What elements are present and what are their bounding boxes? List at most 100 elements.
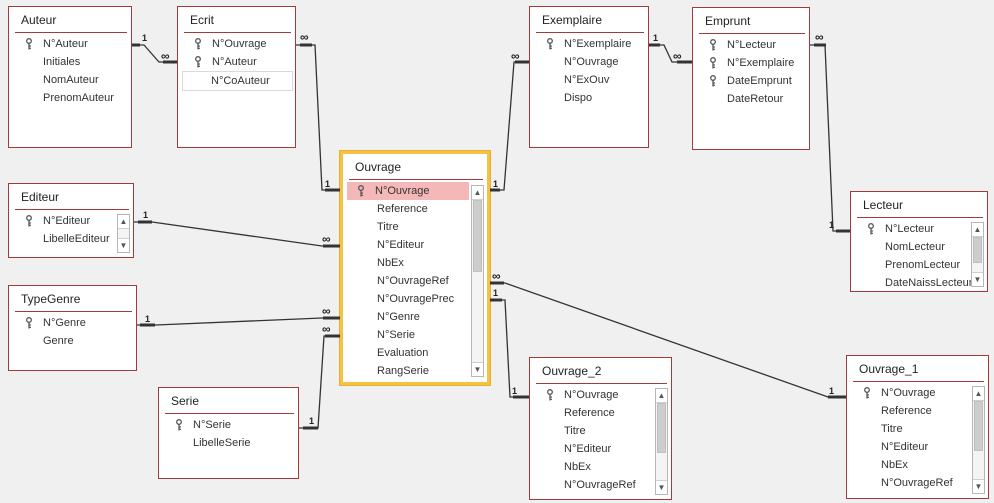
field-row[interactable]: NomAuteur (9, 71, 131, 89)
field-row[interactable]: N°Editeur (9, 212, 133, 230)
scroll-thumb[interactable] (473, 200, 482, 272)
field-row[interactable]: N°Ouvrage (178, 35, 295, 53)
field-row[interactable]: N°OuvrageRef (343, 272, 487, 290)
table-ecrit[interactable]: Ecrit N°Ouvrage N°Auteur N°CoAuteur (177, 6, 296, 148)
scroll-up-arrow-icon[interactable]: ▲ (972, 223, 983, 237)
field-row[interactable]: Titre (847, 420, 988, 438)
field-row[interactable]: RangSerie (343, 362, 487, 380)
scroll-up-arrow-icon[interactable]: ▲ (656, 389, 667, 403)
field-row[interactable]: N°Genre (343, 308, 487, 326)
scroll-up-arrow-icon[interactable]: ▲ (973, 387, 984, 401)
field-row[interactable]: PrenomLecteur (851, 256, 987, 274)
scroll-thumb[interactable] (973, 237, 982, 263)
field-label: LibelleEditeur (43, 233, 110, 245)
field-row[interactable]: N°Serie (343, 326, 487, 344)
field-row[interactable]: Titre (530, 422, 671, 440)
key-icon (546, 38, 554, 50)
table-emprunt[interactable]: Emprunt N°Lecteur N°Exemplaire DateEmpru… (692, 7, 810, 150)
field-row[interactable]: N°Serie (159, 416, 298, 434)
table-ouvrage[interactable]: Ouvrage N°Ouvrage Reference Titre N°Edit… (340, 151, 490, 385)
field-row[interactable]: Genre (9, 332, 136, 350)
field-row[interactable]: N°Editeur (847, 438, 988, 456)
field-row[interactable]: PrenomAuteur (9, 89, 131, 107)
table-lecteur[interactable]: Lecteur N°Lecteur NomLecteur PrenomLecte… (850, 191, 988, 292)
cardinality-one: 1 (325, 179, 330, 189)
table-serie[interactable]: Serie N°Serie LibelleSerie (158, 387, 299, 479)
field-row[interactable]: N°OuvrageRef (530, 476, 671, 494)
table-title: Serie (159, 388, 298, 414)
field-row[interactable]: N°Ouvrage (530, 386, 671, 404)
table-ouvrage-1[interactable]: Ouvrage_1 N°Ouvrage Reference Titre N°Ed… (846, 355, 989, 499)
vertical-scrollbar[interactable]: ▲ ▼ (655, 388, 668, 495)
table-title: Emprunt (693, 8, 809, 34)
field-row[interactable]: N°ExOuv (530, 71, 648, 89)
relationship-exemplaire-emprunt (649, 43, 692, 64)
field-label: N°Ouvrage (881, 387, 936, 399)
field-row[interactable]: NbEx (847, 456, 988, 474)
vertical-scrollbar[interactable]: ▲ ▼ (117, 214, 130, 253)
field-row[interactable]: Initiales (9, 53, 131, 71)
table-title: Lecteur (851, 192, 987, 218)
field-row[interactable]: Reference (530, 404, 671, 422)
scroll-down-arrow-icon[interactable]: ▼ (973, 479, 984, 493)
field-row[interactable]: N°Lecteur (693, 36, 809, 54)
field-label: N°OuvragePrec (377, 293, 455, 305)
vertical-scrollbar[interactable]: ▲ ▼ (972, 386, 985, 494)
field-row[interactable]: NomLecteur (851, 238, 987, 256)
field-row[interactable]: Reference (847, 402, 988, 420)
table-exemplaire[interactable]: Exemplaire N°Exemplaire N°Ouvrage N°ExOu… (529, 6, 649, 148)
scroll-up-arrow-icon[interactable]: ▲ (472, 186, 483, 200)
table-title: Auteur (9, 7, 131, 33)
key-icon (709, 57, 717, 69)
table-editeur[interactable]: Editeur N°Editeur LibelleEditeur ▲ ▼ (8, 183, 134, 258)
table-ouvrage-2[interactable]: Ouvrage_2 N°Ouvrage Reference Titre N°Ed… (529, 357, 672, 500)
field-label: Reference (881, 405, 932, 417)
field-row-selected[interactable]: N°Ouvrage (347, 182, 469, 200)
cardinality-one: 1 (512, 386, 517, 396)
vertical-scrollbar[interactable]: ▲ ▼ (471, 185, 484, 377)
field-row[interactable]: N°Editeur (343, 236, 487, 254)
field-row[interactable]: DateEmprunt (693, 72, 809, 90)
field-row[interactable]: N°Editeur (530, 440, 671, 458)
field-label: N°CoAuteur (211, 75, 270, 87)
table-auteur[interactable]: Auteur N°Auteur Initiales NomAuteur Pren… (8, 6, 132, 148)
scroll-thumb[interactable] (974, 401, 983, 451)
field-label: N°Editeur (43, 215, 91, 227)
scroll-thumb[interactable] (657, 403, 666, 453)
field-row[interactable]: Titre (343, 218, 487, 236)
field-row[interactable]: N°Auteur (178, 53, 295, 71)
vertical-scrollbar[interactable]: ▲ ▼ (971, 222, 984, 287)
key-icon (357, 185, 365, 197)
table-typegenre[interactable]: TypeGenre N°Genre Genre (8, 285, 137, 371)
field-row[interactable]: Dispo (530, 89, 648, 107)
field-row[interactable]: Evaluation (343, 344, 487, 362)
field-label: LibelleSerie (193, 437, 251, 449)
field-row[interactable]: N°OuvrageRef (847, 474, 988, 492)
field-row[interactable]: N°Genre (9, 314, 136, 332)
field-row[interactable]: N°CoAuteur (182, 71, 293, 91)
field-row[interactable]: N°Exemplaire (530, 35, 648, 53)
field-row[interactable]: N°Auteur (9, 35, 131, 53)
field-row[interactable]: LibelleSerie (159, 434, 298, 452)
scroll-down-arrow-icon[interactable]: ▼ (656, 480, 667, 494)
field-row[interactable]: N°Ouvrage (847, 384, 988, 402)
field-row[interactable]: DateNaissLecteur (851, 274, 987, 291)
field-row[interactable]: N°Ouvrage (530, 53, 648, 71)
field-row[interactable]: N°Lecteur (851, 220, 987, 238)
scroll-up-arrow-icon[interactable]: ▲ (118, 215, 129, 229)
field-row[interactable]: N°OuvragePrec (343, 290, 487, 308)
cardinality-many: ∞ (673, 49, 682, 63)
field-row[interactable]: NbEx (343, 254, 487, 272)
scroll-down-arrow-icon[interactable]: ▼ (472, 362, 483, 376)
field-row[interactable]: N°Exemplaire (693, 54, 809, 72)
scroll-down-arrow-icon[interactable]: ▼ (118, 238, 129, 252)
field-row[interactable]: DateRetour (693, 90, 809, 108)
field-row[interactable]: NbEx (530, 458, 671, 476)
field-label: NomAuteur (43, 74, 99, 86)
field-row[interactable]: LibelleEditeur (9, 230, 133, 248)
cardinality-one: 1 (493, 288, 498, 298)
scroll-down-arrow-icon[interactable]: ▼ (972, 272, 983, 286)
field-row[interactable]: Reference (343, 200, 487, 218)
field-label: N°Ouvrage (564, 389, 619, 401)
